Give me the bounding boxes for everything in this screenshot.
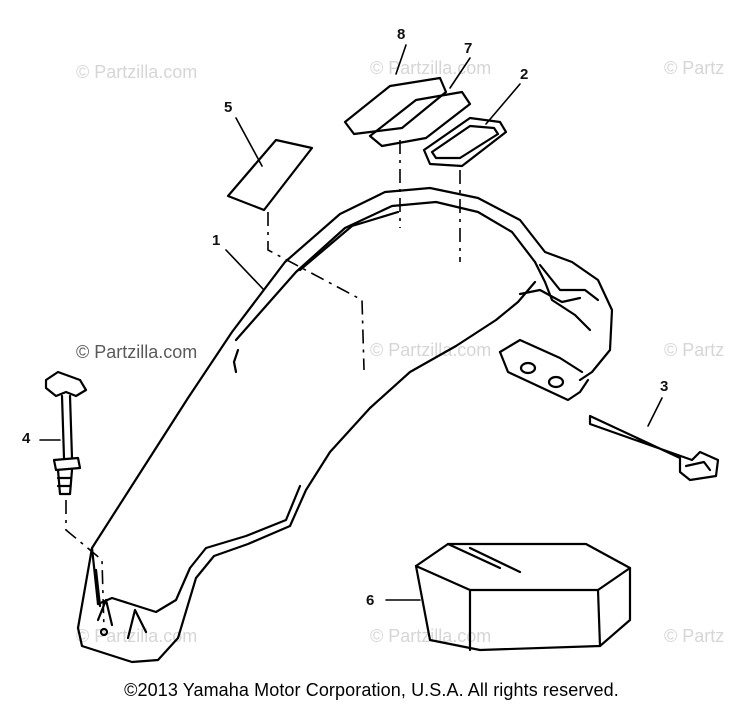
copyright-notice: ©2013 Yamaha Motor Corporation, U.S.A. A… [124,680,619,700]
callout-label: 2 [520,66,529,83]
callout-label: 4 [22,430,31,447]
leader-line [485,83,521,125]
leader-line [225,249,265,291]
fender-part [76,186,614,664]
decal-part-2 [422,116,508,168]
rod-part-3 [588,414,720,482]
callout-label: 1 [212,232,221,249]
callout-label: 6 [366,592,375,609]
leader-line [235,117,263,167]
callout-label: 7 [464,40,473,57]
callout-label: 3 [660,378,669,395]
center-line [65,500,105,631]
callout-label: 5 [224,99,233,116]
center-line [267,212,365,371]
leader-line [449,57,471,89]
callout-label: 8 [397,26,406,43]
leader-line [395,44,407,75]
decal-part-8 [343,76,448,136]
bolt-part-4 [44,370,88,496]
leader-line [647,397,663,427]
watermark: © Partzilla.com [76,62,198,82]
watermark: © Partzilla.com [370,340,492,360]
decal-part-7 [368,90,472,148]
decal-part-5 [226,138,314,212]
watermark: © Partz [664,58,725,78]
watermark: © Partz [664,340,725,360]
watermark: © Partz [664,626,725,646]
watermark: © Partzilla.com [76,342,198,362]
watermark: © Partzilla.com [370,626,492,646]
block-part-6 [414,542,632,652]
